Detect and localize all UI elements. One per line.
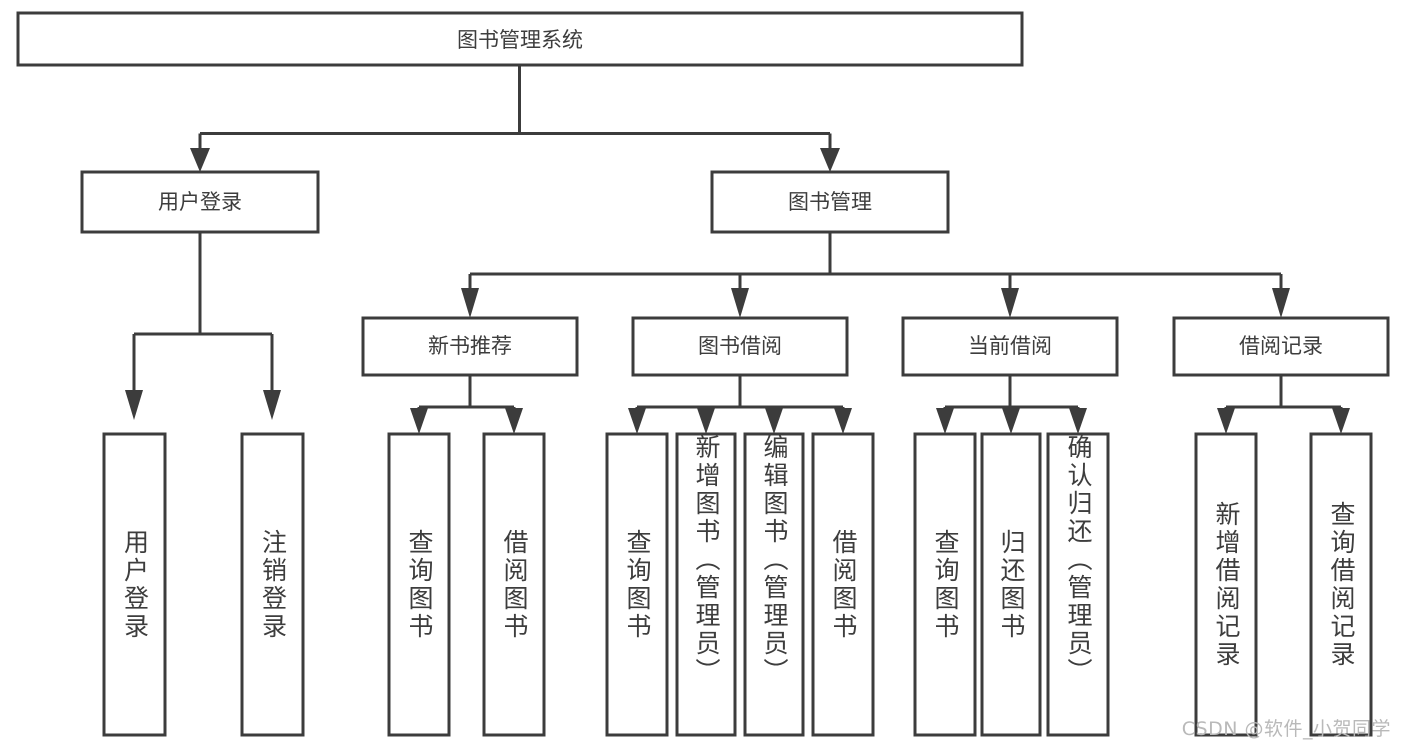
connector-group (125, 65, 1350, 434)
node-label-new-book-recommend: 新书推荐 (428, 334, 512, 358)
arrow-head-borrow-record-leaf-1 (1332, 408, 1350, 434)
leaf-box-user-login-1[interactable] (240, 432, 305, 737)
node-box-user-login[interactable] (80, 170, 320, 234)
leaf-box-new-book-0[interactable] (387, 432, 451, 737)
node-label-book-management: 图书管理 (788, 190, 872, 214)
arrow-head-book-mgmt (820, 148, 840, 172)
leaf-box-user-login-0[interactable] (102, 432, 167, 737)
arrow-head-book-borrow (731, 288, 749, 318)
arrow-head-user-login-leaf-1 (263, 390, 281, 420)
arrow-head-new-book (461, 288, 479, 318)
arrow-head-user-login (190, 148, 210, 172)
leaf-box-current-borrow-0[interactable] (913, 432, 977, 737)
leaf-box-current-borrow-2[interactable] (1046, 432, 1110, 737)
arrow-head-borrow-record (1272, 288, 1290, 318)
arrow-head-current-borrow-leaf-2 (1069, 408, 1087, 434)
node-label-book-borrow: 图书借阅 (698, 334, 782, 358)
leaf-box-borrow-record-1[interactable] (1309, 432, 1373, 737)
arrow-head-user-login-leaf-0 (125, 390, 143, 420)
arrow-head-current-borrow (1001, 288, 1019, 318)
arrow-head-new-book-leaf-0 (410, 408, 428, 434)
leaf-box-current-borrow-1[interactable] (980, 432, 1042, 737)
arrow-head-book-borrow-leaf-1 (697, 408, 715, 434)
leaf-box-book-borrow-3[interactable] (811, 432, 875, 737)
arrow-head-book-borrow-leaf-3 (834, 408, 852, 434)
node-box-new-book-recommend[interactable] (361, 316, 579, 377)
arrow-head-current-borrow-leaf-1 (1002, 408, 1020, 434)
leaf-box-book-borrow-1[interactable] (675, 432, 737, 737)
node-box-root[interactable] (16, 11, 1024, 67)
leaf-box-book-borrow-0[interactable] (605, 432, 669, 737)
leaf-box-book-borrow-2[interactable] (743, 432, 805, 737)
leaf-box-new-book-1[interactable] (482, 432, 546, 737)
node-label-current-borrow: 当前借阅 (968, 334, 1052, 358)
node-box-book-borrow[interactable] (631, 316, 849, 377)
arrow-head-new-book-leaf-1 (505, 408, 523, 434)
arrow-head-book-borrow-leaf-0 (628, 408, 646, 434)
arrow-head-borrow-record-leaf-0 (1217, 408, 1235, 434)
arrow-head-current-borrow-leaf-0 (936, 408, 954, 434)
node-box-book-management[interactable] (710, 170, 950, 234)
node-label-user-login: 用户登录 (158, 190, 242, 214)
node-box-borrow-record[interactable] (1172, 316, 1390, 377)
node-label-root: 图书管理系统 (457, 28, 583, 52)
arrow-head-book-borrow-leaf-2 (765, 408, 783, 434)
leaf-box-borrow-record-0[interactable] (1194, 432, 1258, 737)
node-label-borrow-record: 借阅记录 (1239, 334, 1323, 358)
node-box-current-borrow[interactable] (901, 316, 1119, 377)
